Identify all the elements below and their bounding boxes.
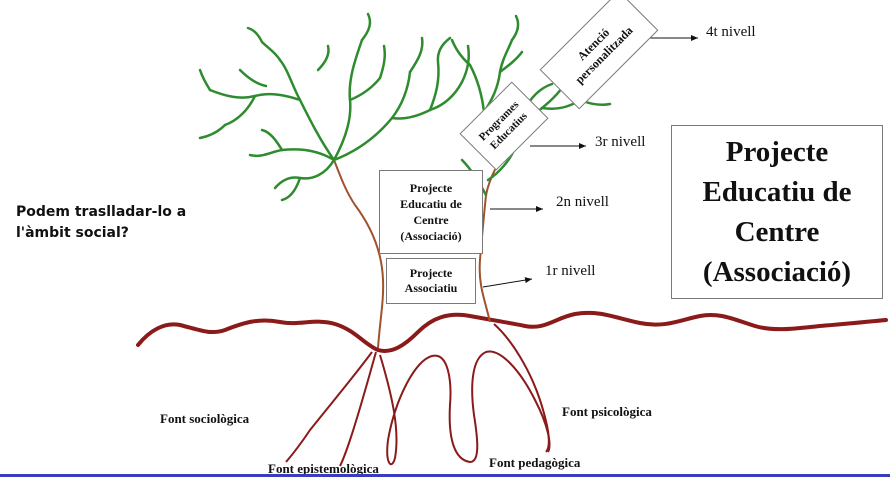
label-3r-nivell: 3r nivell: [595, 134, 645, 151]
bottom-bar: [0, 474, 890, 477]
box-projecte-educatiu-text: Projecte Educatiu de Centre (Associació): [386, 180, 476, 244]
label-1r-nivell: 1r nivell: [545, 263, 595, 280]
question-text: Podem traslladar-lo a l'àmbit social?: [16, 202, 206, 244]
arrow-level1: [483, 279, 532, 287]
root-1: [286, 352, 372, 462]
label-4t-nivell: 4t nivell: [706, 24, 756, 41]
label-2n-nivell: 2n nivell: [556, 194, 609, 211]
label-font-psicologica: Font psicològica: [562, 404, 652, 420]
root-3: [494, 324, 549, 452]
label-font-sociologica: Font sociològica: [160, 411, 249, 427]
label-font-pedagogica: Font pedagògica: [489, 455, 580, 471]
box-projecte-associatiu-text: Projecte Associatiu: [387, 266, 475, 296]
title-text: Projecte Educatiu de Centre (Associació): [678, 132, 876, 292]
root-2: [380, 352, 549, 465]
trunk-left: [334, 160, 383, 348]
box-projecte-associatiu: Projecte Associatiu: [386, 258, 476, 304]
title-box: Projecte Educatiu de Centre (Associació): [671, 125, 883, 299]
box-projecte-educatiu: Projecte Educatiu de Centre (Associació): [379, 170, 483, 254]
